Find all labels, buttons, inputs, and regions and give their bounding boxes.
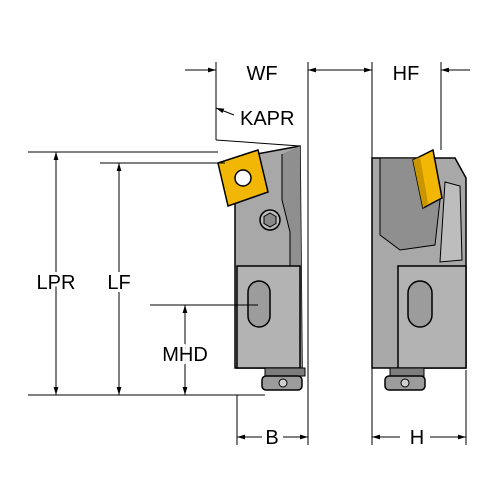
coolant-nut-front (384, 367, 426, 391)
label-h: H (410, 427, 424, 449)
dimension-labels: WF HF KAPR LPR LF MHD B H (34, 63, 425, 449)
cutting-insert-front (412, 148, 443, 210)
label-b: B (265, 427, 278, 449)
screw-icon (259, 209, 281, 231)
label-lpr: LPR (37, 272, 76, 294)
side-view (217, 145, 306, 391)
slot-front (407, 280, 433, 328)
cutting-insert-side (217, 149, 269, 207)
label-mhd: MHD (162, 344, 208, 366)
slot-side (247, 280, 271, 328)
dimension-lines (28, 62, 470, 445)
label-wf: WF (246, 63, 277, 85)
coolant-nut-side (261, 367, 306, 391)
front-view (371, 148, 467, 391)
label-lf: LF (107, 272, 130, 294)
label-hf: HF (393, 63, 420, 85)
label-kapr: KAPR (240, 108, 294, 130)
